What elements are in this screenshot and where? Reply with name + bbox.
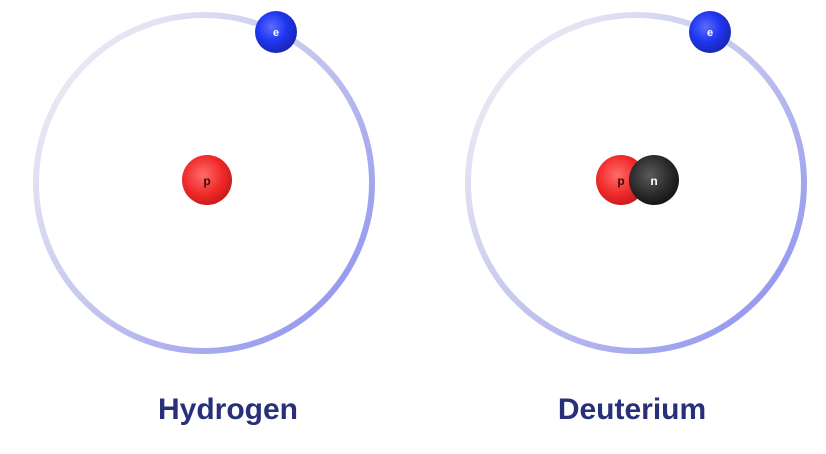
deuterium-caption: Deuterium: [482, 388, 782, 432]
deuterium-neutron: n: [629, 155, 679, 205]
deuterium-electron-label: e: [707, 27, 713, 39]
hydrogen-caption: Hydrogen: [78, 388, 378, 432]
hydrogen-proton: p: [182, 155, 232, 205]
deuterium-atom: p n e: [468, 11, 804, 351]
deuterium-electron: e: [689, 11, 731, 53]
hydrogen-proton-label: p: [203, 174, 210, 188]
deuterium-proton-label: p: [617, 174, 624, 188]
hydrogen-atom: p e: [36, 11, 372, 351]
hydrogen-electron: e: [255, 11, 297, 53]
deuterium-neutron-label: n: [650, 174, 657, 188]
hydrogen-electron-label: e: [273, 27, 279, 39]
